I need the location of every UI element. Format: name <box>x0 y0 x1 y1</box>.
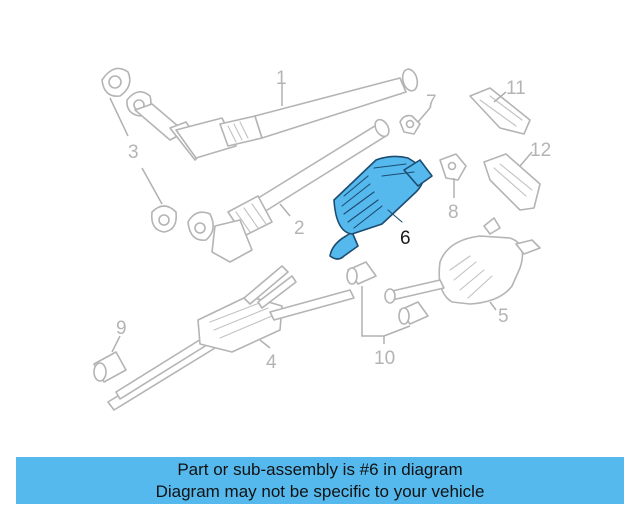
callout-5: 5 <box>498 306 509 327</box>
callout-1: 1 <box>276 68 287 89</box>
part-5-rear-muffler[interactable] <box>384 217 541 305</box>
banner-line-disclaimer: Diagram may not be specific to your vehi… <box>155 481 485 501</box>
callout-4: 4 <box>266 352 277 373</box>
callout-2: 2 <box>294 218 305 239</box>
callout-8: 8 <box>448 202 459 223</box>
part-9-clamp[interactable] <box>93 351 127 383</box>
leader-lines <box>109 84 533 353</box>
callout-9: 9 <box>116 318 127 339</box>
callout-7: 7 <box>426 92 437 113</box>
part-8-hanger[interactable] <box>439 153 467 181</box>
banner-line-part-number: Part or sub-assembly is #6 in diagram <box>177 459 463 479</box>
callout-10: 10 <box>374 348 395 369</box>
part-6-silencer-highlighted[interactable] <box>329 155 433 260</box>
part-2-intermediate-pipe[interactable] <box>187 117 392 263</box>
callout-6: 6 <box>400 228 411 249</box>
part-3-gasket[interactable] <box>150 205 178 233</box>
callout-12: 12 <box>530 140 551 161</box>
part-11-bracket[interactable] <box>469 87 531 135</box>
part-1-front-pipe[interactable] <box>101 67 420 161</box>
callout-3: 3 <box>128 142 139 163</box>
part-12-heat-shield[interactable] <box>483 153 541 211</box>
info-banner: Part or sub-assembly is #6 in diagram Di… <box>16 457 624 504</box>
exhaust-parts-diagram: 1 2 3 4 5 6 7 8 9 10 11 12 <box>93 67 551 411</box>
part-7-clip[interactable] <box>399 114 421 135</box>
callout-11: 11 <box>506 78 526 99</box>
part-4-pipe-assembly[interactable] <box>107 265 355 411</box>
part-10-clamps[interactable] <box>346 261 429 325</box>
